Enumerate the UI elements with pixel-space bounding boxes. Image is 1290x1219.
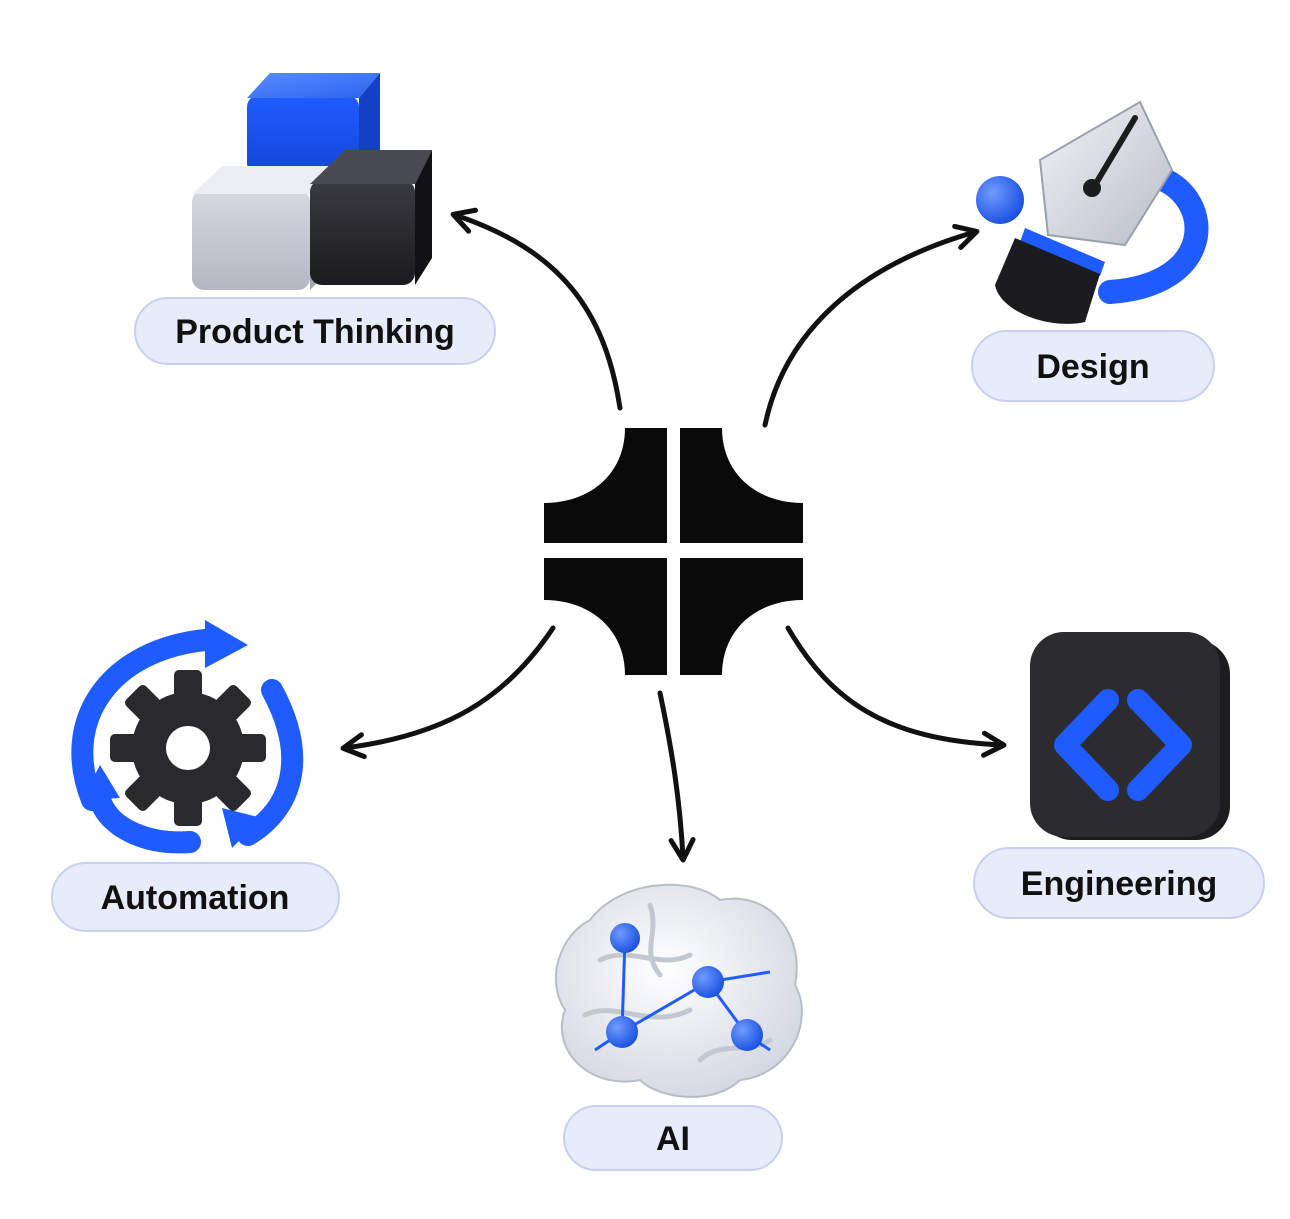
code-brackets-icon (1030, 632, 1230, 840)
pill-ai: AI (563, 1105, 783, 1171)
pill-product-thinking: Product Thinking (134, 297, 496, 365)
pill-engineering: Engineering (973, 847, 1265, 919)
arrow-to-engineering (785, 625, 1007, 758)
cubes-icon (192, 73, 432, 290)
brain-network-icon (555, 883, 803, 1098)
label-engineering: Engineering (1021, 865, 1217, 903)
label-design: Design (1036, 348, 1149, 386)
pen-nib-icon (976, 100, 1209, 324)
gear-cycle-icon (71, 620, 304, 854)
label-ai: AI (656, 1120, 690, 1158)
arrow-to-automation (340, 625, 556, 760)
label-automation: Automation (101, 879, 290, 917)
connector-arrows (340, 207, 1007, 863)
label-product-thinking: Product Thinking (175, 313, 455, 351)
arrow-to-design (762, 223, 980, 428)
hub-logo-icon (544, 428, 803, 675)
arrow-to-product-thinking (450, 207, 623, 411)
pill-automation: Automation (51, 862, 340, 932)
arrow-to-ai (657, 690, 696, 863)
pill-design: Design (971, 330, 1215, 402)
